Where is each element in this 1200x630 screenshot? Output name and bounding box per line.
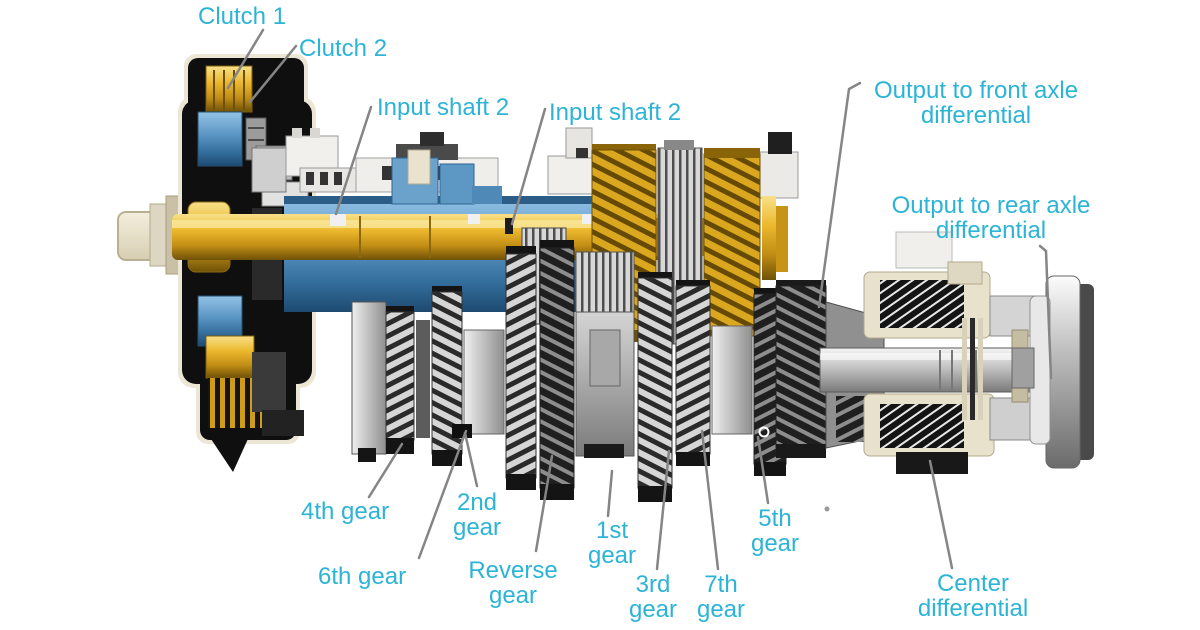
label-clutch-1: Clutch 1 <box>198 3 287 30</box>
leader-gear-1st <box>606 469 614 518</box>
leader-gear-7th <box>700 429 720 571</box>
leader-gear-5th <box>756 435 770 505</box>
gear-cluster <box>351 227 787 502</box>
leader-gear-6th <box>417 429 468 560</box>
leader-clutch-2 <box>248 44 298 104</box>
label-gear-2nd: 2nd gear <box>452 489 502 541</box>
label-output-rear-axle: Output to rear axle differential <box>891 192 1091 244</box>
label-gear-7th: 7th gear <box>696 571 746 623</box>
label-input-shaft-2-left: Input shaft 2 <box>377 94 510 121</box>
leader-input-shaft-2-right <box>510 107 547 226</box>
leader-gear-3rd <box>655 449 671 571</box>
leader-output-rear-axle <box>1038 244 1053 380</box>
label-clutch-2: Clutch 2 <box>299 35 388 62</box>
label-gear-4th: 4th gear <box>301 498 390 525</box>
rear-output-flange <box>1011 275 1094 469</box>
label-gear-1st: 1st gear <box>587 517 637 569</box>
label-output-front-axle: Output to front axle differential <box>873 77 1079 129</box>
leader-input-shaft-2-left <box>334 105 373 216</box>
leader-gear-4th <box>367 442 404 499</box>
center-differential-assembly <box>775 231 1065 474</box>
stray-speck <box>824 506 830 512</box>
leader-clutch-1 <box>226 28 265 90</box>
label-center-differential: Center differential <box>917 570 1029 622</box>
leader-lines <box>226 28 1053 571</box>
leader-center-differential <box>928 459 954 570</box>
label-gear-6th: 6th gear <box>318 563 407 590</box>
label-gear-reverse: Reverse gear <box>468 557 558 609</box>
label-gear-5th: 5th gear <box>750 505 800 557</box>
leader-gear-reverse <box>534 454 554 553</box>
label-gear-3rd: 3rd gear <box>628 571 678 623</box>
leader-output-front-axle <box>817 81 862 309</box>
label-input-shaft-2-right: Input shaft 2 <box>549 99 682 126</box>
leader-gear-2nd <box>463 431 479 488</box>
